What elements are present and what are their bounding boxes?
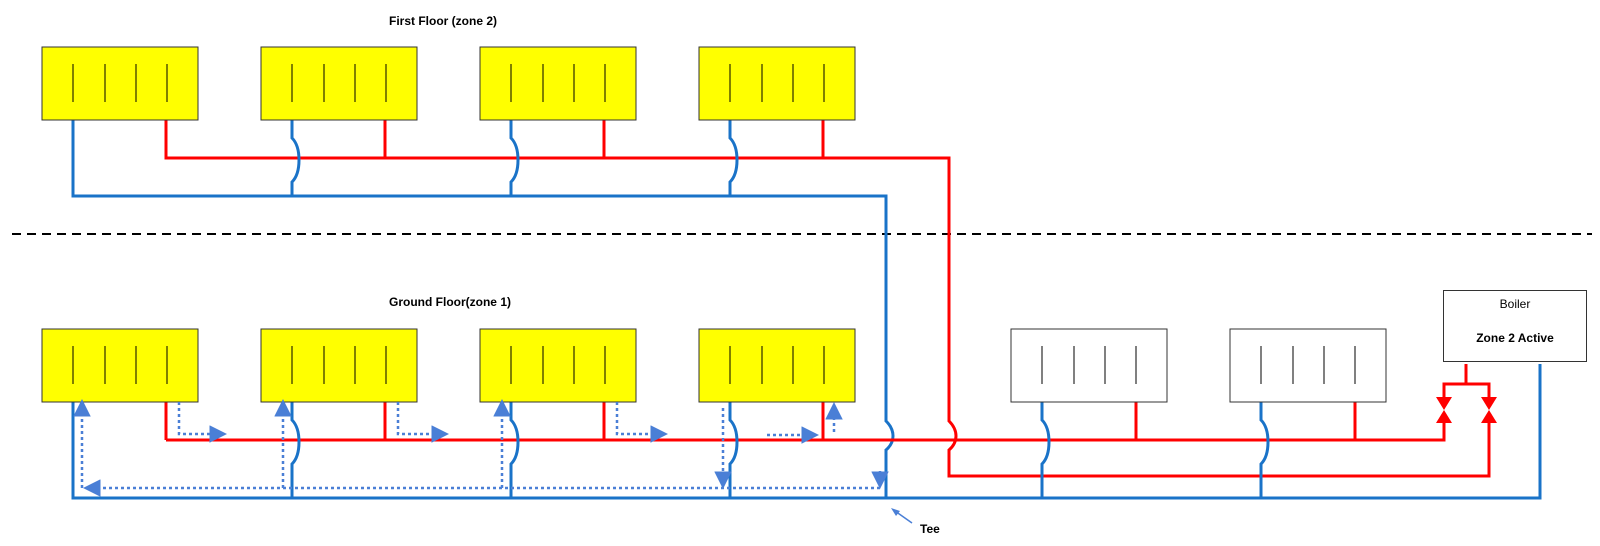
first-floor-label: First Floor (zone 2) — [389, 14, 497, 28]
tee-label: Tee — [920, 522, 940, 536]
flow-arrows — [73, 399, 889, 497]
tee-pointer — [891, 508, 913, 524]
radiator — [41, 46, 199, 121]
radiator — [479, 46, 637, 121]
radiator-inactive — [1010, 328, 1168, 403]
ground-floor-radiators — [41, 328, 1387, 403]
radiator — [41, 328, 199, 403]
ground-floor-label: Ground Floor(zone 1) — [389, 295, 511, 309]
radiator — [479, 328, 637, 403]
radiator — [260, 328, 418, 403]
boiler-title: Boiler — [1499, 297, 1531, 311]
ground-floor-pipes — [71, 364, 1542, 500]
radiator — [260, 46, 418, 121]
zone-2-valve — [1481, 397, 1497, 423]
radiator — [698, 328, 856, 403]
first-floor-pipes — [71, 120, 1491, 498]
boiler-status: Zone 2 Active — [1476, 331, 1554, 345]
zone-1-valve — [1436, 397, 1452, 423]
first-floor-radiators — [41, 46, 856, 121]
boiler: Boiler Zone 2 Active — [1443, 290, 1587, 362]
radiator-inactive — [1229, 328, 1387, 403]
radiator — [698, 46, 856, 121]
